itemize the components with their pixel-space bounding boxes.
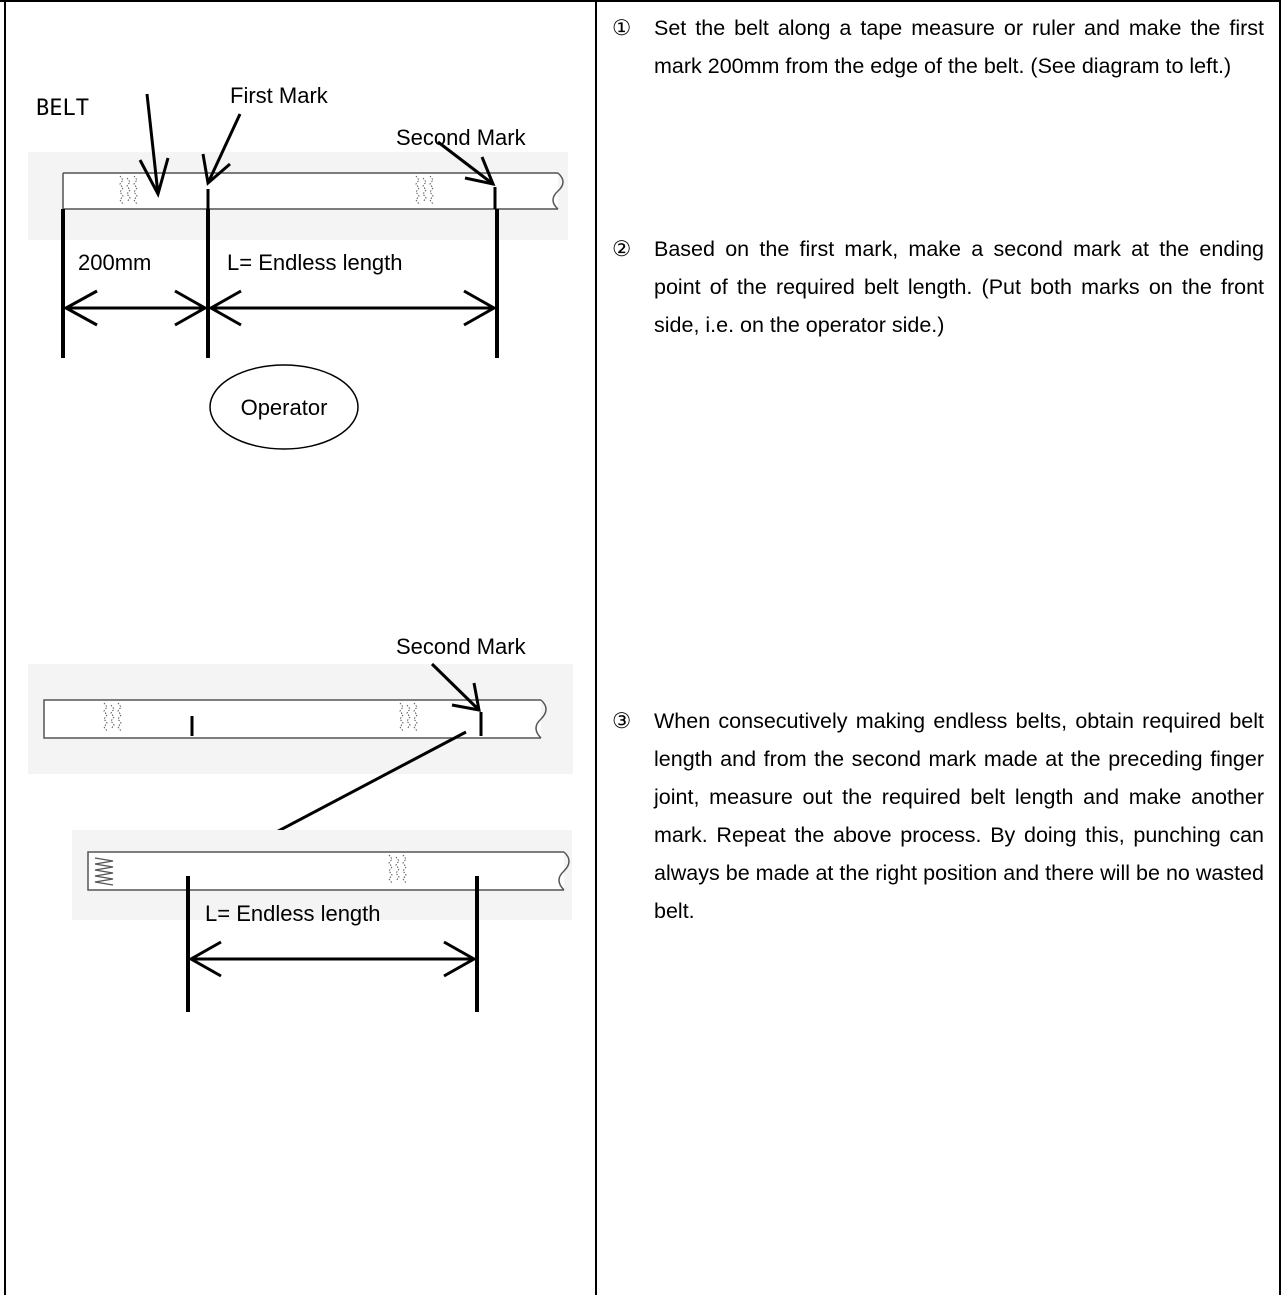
- step-number: ②: [612, 237, 632, 261]
- belt-zigzag-end: [94, 857, 114, 886]
- step-number: ③: [612, 709, 632, 733]
- second-mark-arrow: [437, 140, 496, 187]
- second-mark-label: Second Mark: [396, 125, 527, 150]
- operator-ellipse: [209, 364, 359, 450]
- step-number: ①: [612, 16, 632, 40]
- first-mark-label: First Mark: [230, 83, 329, 108]
- belt-arrow: [138, 93, 170, 199]
- step-text: When consecutively making endless belts,…: [654, 709, 1264, 923]
- step-text: Set the belt along a tape measure or rul…: [654, 16, 1264, 78]
- dim-endless-arrow: [207, 289, 498, 327]
- dim-200-label: 200mm: [78, 250, 151, 275]
- column-divider: [595, 0, 597, 1295]
- belt-label: BELT: [36, 96, 89, 121]
- bottom-diagram: Second Mark L= Endless length: [28, 634, 573, 1012]
- belt-strip-lower: [87, 851, 570, 891]
- dim-endless-label: L= Endless length: [227, 250, 403, 275]
- table-top-border: [0, 0, 1281, 2]
- belt-marking-diagram: BELT First Mark Second Mark 200mm L= End…: [28, 83, 573, 1012]
- belt-torn-end: [552, 172, 564, 210]
- belt-strip-upper: [43, 699, 547, 739]
- dim-endless-label: L= Endless length: [205, 901, 381, 926]
- dim-200-arrow: [62, 289, 209, 327]
- second-mark-label: Second Mark: [396, 634, 527, 659]
- table-frame: [4, 0, 1281, 1295]
- step-text: Based on the first mark, make a second m…: [654, 237, 1264, 337]
- first-mark-arrow: [201, 113, 242, 186]
- second-mark-arrow: [430, 662, 481, 712]
- operator-label: Operator: [241, 395, 328, 420]
- dim-endless-arrow: [187, 940, 478, 978]
- top-diagram: BELT First Mark Second Mark 200mm L= End…: [28, 83, 568, 450]
